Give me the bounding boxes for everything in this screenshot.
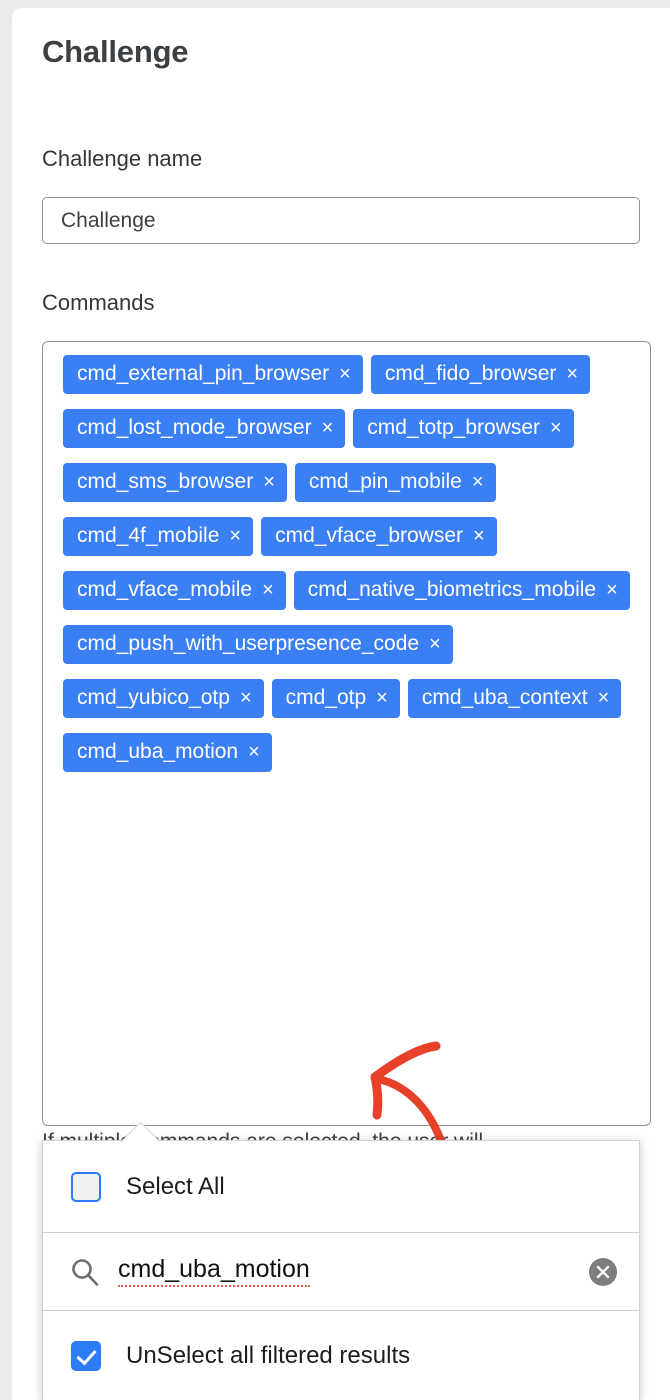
command-chip[interactable]: cmd_yubico_otp ×: [63, 679, 264, 718]
search-input-value: cmd_uba_motion: [118, 1256, 310, 1287]
commands-multiselect-box[interactable]: cmd_external_pin_browser×cmd_fido_browse…: [42, 341, 651, 1126]
select-all-checkbox[interactable]: [71, 1171, 101, 1202]
command-chip-label: cmd_sms_browser: [77, 470, 254, 493]
command-chip-label: cmd_lost_mode_browser: [77, 416, 312, 439]
unselect-filtered-checkbox[interactable]: [71, 1340, 101, 1371]
command-chip-remove-icon[interactable]: ×: [321, 416, 334, 439]
command-chip[interactable]: cmd_vface_browser ×: [261, 517, 497, 556]
command-chip-label: cmd_uba_motion: [77, 740, 239, 763]
command-chip-remove-icon[interactable]: ×: [606, 578, 618, 601]
challenge-name-label: Challenge name: [42, 146, 203, 171]
command-chip-remove-icon[interactable]: ×: [263, 470, 275, 493]
challenge-card: Challenge Challenge name Commands cmd_ex…: [12, 8, 670, 1400]
command-chip-remove-icon[interactable]: ×: [597, 686, 610, 709]
command-chip-remove-icon[interactable]: ×: [239, 686, 252, 709]
command-chip-label: cmd_external_pin_browser: [77, 362, 330, 385]
search-icon: [72, 1258, 99, 1286]
command-chip-remove-icon[interactable]: ×: [473, 524, 485, 547]
command-chip-remove-icon[interactable]: ×: [566, 362, 579, 385]
page-title: Challenge: [42, 34, 189, 69]
command-chip-label: cmd_native_biometrics_mobile: [307, 578, 597, 601]
command-chip[interactable]: cmd_lost_mode_browser ×: [63, 409, 346, 448]
command-chip-label: cmd_totp_browser: [367, 416, 541, 439]
command-chip[interactable]: cmd_sms_browser ×: [63, 463, 287, 502]
clear-circle-icon[interactable]: [589, 1257, 617, 1286]
command-chip-remove-icon[interactable]: ×: [376, 686, 388, 709]
command-chip-remove-icon[interactable]: ×: [229, 524, 242, 547]
command-chip-label: cmd_uba_context: [421, 686, 588, 709]
command-chip[interactable]: cmd_vface_mobile ×: [63, 571, 286, 610]
command-chip[interactable]: cmd_uba_motion ×: [63, 733, 272, 772]
command-chip-remove-icon[interactable]: ×: [248, 740, 260, 763]
command-chip-label: cmd_vface_mobile: [77, 578, 253, 601]
command-chip[interactable]: cmd_totp_browser ×: [353, 409, 574, 448]
command-chip[interactable]: cmd_pin_mobile ×: [294, 463, 496, 502]
command-chip[interactable]: cmd_fido_browser ×: [370, 355, 591, 394]
command-chip[interactable]: cmd_native_biometrics_mobile ×: [293, 571, 630, 610]
command-chip-remove-icon[interactable]: ×: [471, 470, 484, 493]
command-chip-label: cmd_vface_browser: [275, 524, 464, 547]
command-chip-label: cmd_yubico_otp: [77, 686, 230, 709]
command-chip-label: cmd_4f_mobile: [77, 524, 220, 547]
command-chip-label: cmd_fido_browser: [384, 362, 557, 385]
dropdown-item-unselect-filtered[interactable]: UnSelect all filtered results: [43, 1311, 639, 1400]
command-chip-label: cmd_otp: [285, 686, 367, 709]
dropdown-caret-icon: [119, 1121, 161, 1142]
command-chip-remove-icon[interactable]: ×: [339, 362, 351, 385]
command-chip[interactable]: cmd_4f_mobile ×: [63, 517, 254, 556]
command-chip[interactable]: cmd_otp ×: [271, 679, 400, 718]
command-chip[interactable]: cmd_push_with_userpresence_code ×: [63, 625, 453, 664]
commands-dropdown-panel: Select All cmd_uba_motion UnSelect all f…: [42, 1140, 640, 1400]
dropdown-search-row[interactable]: cmd_uba_motion: [43, 1233, 639, 1311]
select-all-label: Select All: [126, 1172, 225, 1200]
command-chip-remove-icon[interactable]: ×: [429, 632, 441, 655]
challenge-name-input[interactable]: [42, 197, 640, 244]
command-chip[interactable]: cmd_uba_context ×: [407, 679, 622, 718]
dropdown-item-select-all[interactable]: Select All: [43, 1141, 639, 1233]
commands-label: Commands: [42, 290, 155, 315]
search-input[interactable]: cmd_uba_motion: [118, 1256, 639, 1287]
command-chip-label: cmd_pin_mobile: [308, 470, 462, 493]
command-chip[interactable]: cmd_external_pin_browser ×: [63, 355, 363, 394]
command-chip-label: cmd_push_with_userpresence_code: [77, 632, 420, 655]
command-chip-remove-icon[interactable]: ×: [262, 578, 274, 601]
command-chip-remove-icon[interactable]: ×: [550, 416, 562, 439]
unselect-filtered-label: UnSelect all filtered results: [126, 1341, 411, 1369]
selected-commands-chip-list: cmd_external_pin_browser×cmd_fido_browse…: [63, 355, 650, 787]
